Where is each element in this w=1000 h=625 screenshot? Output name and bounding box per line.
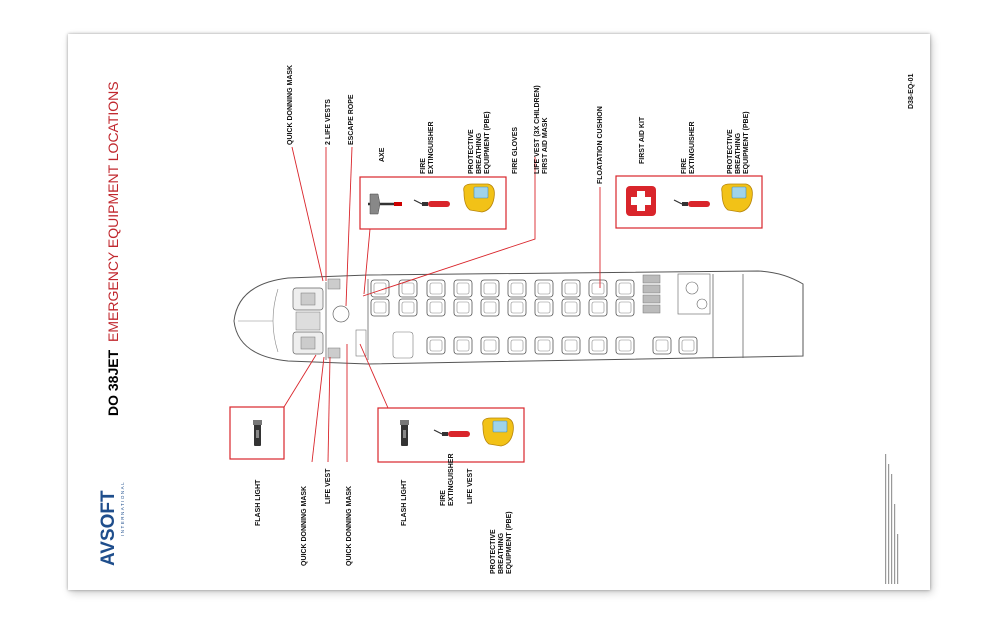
first-aid-kit-icon bbox=[626, 186, 656, 216]
top-labels: QUICK DONNING MASK 2 LIFE VESTS ESCAPE R… bbox=[287, 65, 750, 184]
pbe-hood-icon bbox=[721, 183, 753, 213]
brand-logo: AVSOFT INTERNATIONAL bbox=[98, 481, 125, 566]
equipment-diagram: DO 38JET EMERGENCY EQUIPMENT LOCATIONS A… bbox=[98, 65, 915, 584]
fine-print bbox=[885, 454, 899, 584]
label-flash-light-2: FLASH LIGHT bbox=[401, 479, 408, 526]
doc-ref: D38-EQ-01 bbox=[908, 73, 915, 109]
label-life-vest-children: LIFE VEST (3X CHILDREN)FIRST AID MASK bbox=[534, 85, 549, 174]
label-pbe-1: PROTECTIVEBREATHINGEQUIPMENT (PBE) bbox=[468, 111, 491, 174]
bottom-labels: FLASH LIGHT QUICK DONNING MASK LIFE VEST… bbox=[255, 453, 513, 574]
label-fire-ext-1: FIREEXTINGUISHER bbox=[420, 121, 435, 174]
label-pbe-3: PROTECTIVEBREATHINGEQUIPMENT (PBE) bbox=[490, 511, 513, 574]
label-first-aid-kit: FIRST AID KIT bbox=[639, 116, 646, 164]
pbe-hood-icon bbox=[482, 417, 514, 447]
label-floatation-cushion: FLOATATION CUSHION bbox=[597, 106, 604, 184]
brand-sub: INTERNATIONAL bbox=[120, 481, 125, 536]
poster-sheet: DO 38JET EMERGENCY EQUIPMENT LOCATIONS A… bbox=[68, 34, 930, 590]
label-2-life-vests: 2 LIFE VESTS bbox=[325, 99, 332, 145]
page-title: DO 38JET EMERGENCY EQUIPMENT LOCATIONS bbox=[105, 81, 121, 416]
label-escape-rope: ESCAPE ROPE bbox=[348, 94, 355, 145]
label-axe: AXE bbox=[379, 147, 386, 162]
leader-lines bbox=[283, 146, 601, 463]
label-quick-donning-mask-2: QUICK DONNING MASK bbox=[346, 486, 353, 566]
pbe-hood-icon bbox=[463, 183, 495, 213]
label-fire-gloves: FIRE GLOVES bbox=[512, 127, 519, 174]
axe-icon bbox=[368, 193, 402, 215]
equipment-box-forward-top bbox=[359, 176, 507, 230]
label-fire-ext-3: FIREEXTINGUISHER bbox=[440, 453, 455, 506]
equipment-box-aft-top bbox=[615, 175, 763, 229]
brand-name: AVSOFT bbox=[98, 490, 119, 566]
label-quick-donning-mask-top: QUICK DONNING MASK bbox=[287, 65, 294, 145]
flashlight-icon bbox=[400, 420, 409, 446]
label-life-vest-1: LIFE VEST bbox=[325, 468, 332, 504]
label-fire-ext-2: FIREEXTINGUISHER bbox=[681, 121, 696, 174]
label-flash-light-1: FLASH LIGHT bbox=[255, 479, 262, 526]
equipment-box-forward-bottom bbox=[377, 407, 525, 463]
equipment-box-flashlight bbox=[229, 406, 285, 460]
title-prefix: DO 38JET bbox=[105, 349, 121, 416]
title-main: EMERGENCY EQUIPMENT LOCATIONS bbox=[105, 81, 121, 342]
label-life-vest-2: LIFE VEST bbox=[467, 468, 474, 504]
flashlight-icon bbox=[253, 420, 262, 446]
label-pbe-2: PROTECTIVEBREATHINGEQUIPMENT (PBE) bbox=[727, 111, 750, 174]
label-quick-donning-mask-1: QUICK DONNING MASK bbox=[301, 486, 308, 566]
